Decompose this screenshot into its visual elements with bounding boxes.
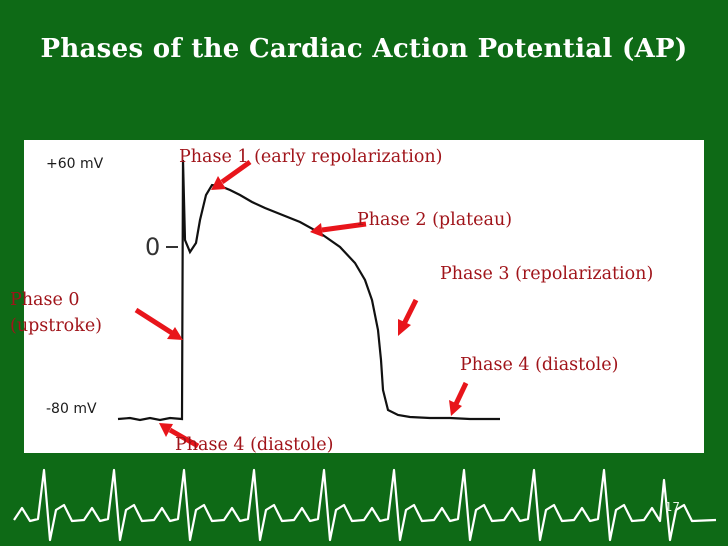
slide-number: 17 <box>664 500 680 514</box>
phase3-arrow <box>401 298 419 326</box>
ecg-strip <box>13 468 717 542</box>
phase3-arrowhead <box>398 319 411 336</box>
phase4-right-arrow <box>453 381 469 406</box>
phase0-arrowhead <box>167 327 183 340</box>
phase4-bottom-label: Phase 4 (diastole) <box>175 435 334 455</box>
phase3-label: Phase 3 (repolarization) <box>440 264 654 284</box>
phase2-arrow <box>321 221 367 233</box>
axis-zero-label: 0 <box>145 233 161 261</box>
phase0-label-line1: Phase 0 <box>10 290 80 310</box>
phase1-label: Phase 1 (early repolarization) <box>179 147 443 167</box>
phase4-right-label: Phase 4 (diastole) <box>460 355 619 375</box>
axis-bottom-label: -80 mV <box>46 401 97 417</box>
phase1-arrowhead <box>211 176 226 190</box>
phase2-arrowhead <box>310 223 323 237</box>
phase1-arrow <box>220 159 252 185</box>
phase4-bottom-arrowhead <box>159 423 173 437</box>
slide-title: Phases of the Cardiac Action Potential (… <box>40 34 688 64</box>
ap-trace <box>117 159 500 422</box>
phase2-label: Phase 2 (plateau) <box>357 210 513 230</box>
diagram-panel <box>24 140 704 453</box>
phase4-right-arrowhead <box>449 400 462 416</box>
phase0-label-line2: (upstroke) <box>10 316 103 336</box>
phase4-bottom-arrow <box>168 427 200 449</box>
axis-top-label: +60 mV <box>46 156 104 172</box>
phase0-arrow <box>134 307 174 336</box>
arrows <box>134 159 469 449</box>
